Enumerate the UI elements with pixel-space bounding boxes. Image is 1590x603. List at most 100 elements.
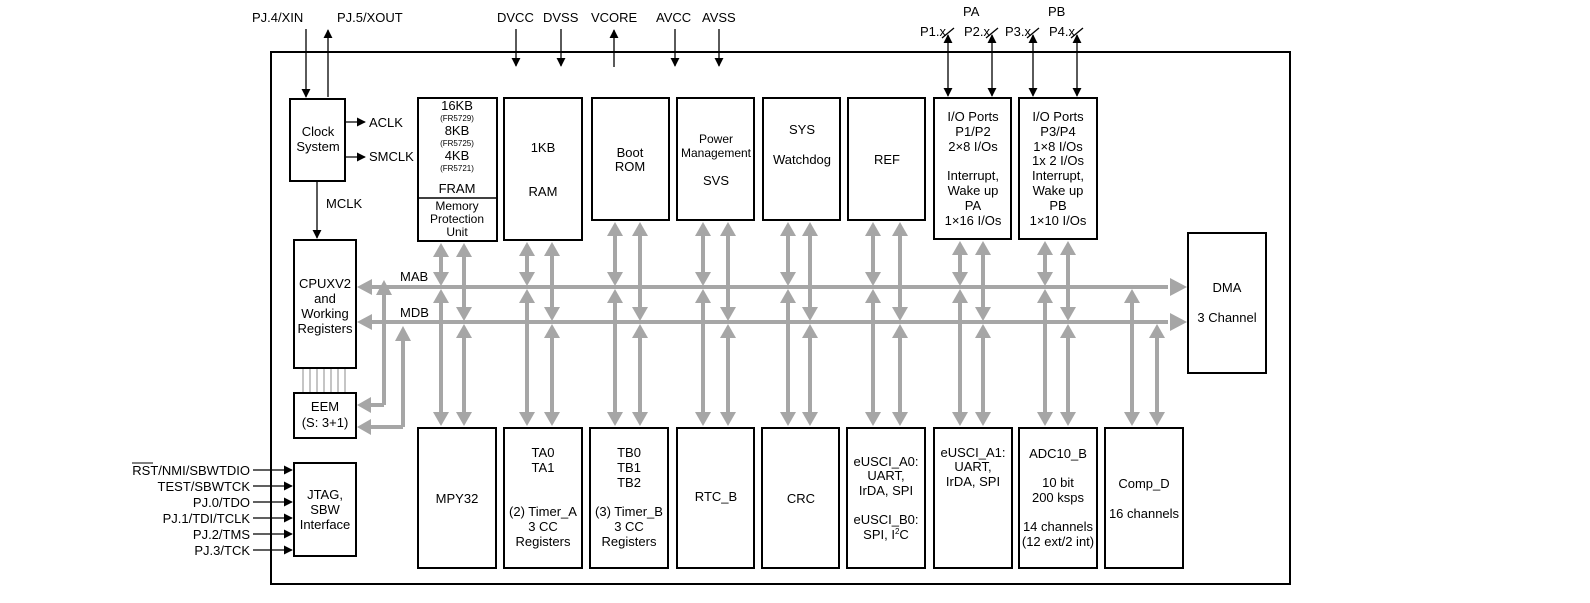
pin-test-sbwtck: TEST/SBWTCK [158,479,251,494]
svg-text:(S: 3+1): (S: 3+1) [302,415,349,430]
bus-arrowhead [1149,324,1165,338]
bus-arrowhead [632,307,648,321]
pin-pj4-xin: PJ.4/XIN [252,10,303,25]
aclk-label: ACLK [369,115,403,130]
bus-arrowhead [607,289,623,303]
bus-arrowhead [865,222,881,236]
clock-arrows [312,117,366,239]
svs-label: SVS [703,173,729,188]
bus-arrowhead [720,324,736,338]
bus-arrowhead [632,324,648,338]
ref-block: REF [847,97,926,221]
watchdog-label: Watchdog [773,152,831,167]
bus-arrowhead [519,272,535,286]
bus-arrowhead [975,412,991,426]
svg-text:eUSCI_A0:: eUSCI_A0: [853,454,918,469]
eusci-a1-block: eUSCI_A1: UART, IrDA, SPI [933,427,1013,569]
bus-arrowhead [892,412,908,426]
crc-block: CRC [761,427,840,569]
top-pin-labels: PJ.4/XIN PJ.5/XOUT DVCC DVSS VCORE AVCC … [252,4,1076,39]
svg-text:Wake up: Wake up [948,183,999,198]
fram-size-8kb: 8KB [445,123,470,138]
bus-arrowhead [695,289,711,303]
power-label-1: Power [699,132,733,146]
pin-pj2-tms: PJ.2/TMS [193,527,250,542]
bus-arrowhead [975,307,991,321]
bus-arrowhead [544,412,560,426]
svg-text:MPY32: MPY32 [436,491,479,506]
svg-text:1×16 I/Os: 1×16 I/Os [945,213,1002,228]
svg-text:Comp_D: Comp_D [1118,476,1169,491]
svg-text:3 Channel: 3 Channel [1197,310,1256,325]
pin-rst-nmi-sbwtdio: RST/NMI/SBWTDIO [132,463,250,478]
pin-p2: P2.x [964,24,991,39]
bus-arrowhead [892,307,908,321]
svg-text:16 channels: 16 channels [1109,506,1180,521]
svg-text:eUSCI_B0:: eUSCI_B0: [853,512,918,527]
fram-size-4kb: 4KB [445,148,470,163]
svg-text:1x 2 I/Os: 1x 2 I/Os [1032,153,1085,168]
clock-label-2: System [296,139,339,154]
svg-text:14 channels: 14 channels [1023,519,1094,534]
timer-b-block: TB0 TB1 TB2 (3) Timer_B 3 CC Registers [589,427,669,569]
timer-a-block: TA0 TA1 (2) Timer_A 3 CC Registers [503,427,583,569]
svg-text:Registers: Registers [516,534,571,549]
port-group-pb: PB [1048,4,1065,19]
mdb-label: MDB [400,305,429,320]
svg-text:eUSCI_A1:: eUSCI_A1: [940,445,1005,460]
bus-arrowhead [952,272,968,286]
pin-pj3-tck: PJ.3/TCK [194,543,250,558]
bus-arrowhead [519,289,535,303]
svg-text:3 CC: 3 CC [528,519,558,534]
pin-p1: P1.x [920,24,947,39]
bus-arrowhead [433,289,449,303]
boot-label-2: ROM [615,159,645,174]
svg-text:JTAG,: JTAG, [307,487,343,502]
bus-arrowhead [780,222,796,236]
svg-text:1×10 I/Os: 1×10 I/Os [1030,213,1087,228]
pin-p3: P3.x [1005,24,1032,39]
bus-arrowhead [975,324,991,338]
bus-arrowhead [1060,324,1076,338]
bus-arrowhead [975,241,991,255]
ram-block: 1KB RAM [503,97,583,241]
svg-text:200 ksps: 200 ksps [1032,490,1085,505]
fram-size-16kb: 16KB [441,98,473,113]
clock-label-1: Clock [302,124,335,139]
bus-arrowhead [720,307,736,321]
i2c-label: SPI, I2C [863,527,909,542]
svg-text:(3) Timer_B: (3) Timer_B [595,504,663,519]
bus-arrowhead [865,272,881,286]
bus-arrowhead [892,222,908,236]
svg-text:P3/P4: P3/P4 [1040,124,1075,139]
svg-text:SBW: SBW [310,502,340,517]
svg-text:PB: PB [1049,198,1066,213]
ram-label: RAM [529,184,558,199]
mpu-label-3: Unit [446,225,468,239]
svg-text:UART,: UART, [954,459,991,474]
svg-text:2×8 I/Os: 2×8 I/Os [948,139,998,154]
io-ports-p1p2-block: I/O Ports P1/P2 2×8 I/Os Interrupt, Wake… [933,97,1012,240]
svg-text:UART,: UART, [867,468,904,483]
adc10-b-block: ADC10_B 10 bit 200 ksps 14 channels (12 … [1018,427,1098,569]
bus-arrowhead [607,222,623,236]
svg-text:P1/P2: P1/P2 [955,124,990,139]
svg-text:Wake up: Wake up [1033,183,1084,198]
smclk-label: SMCLK [369,149,414,164]
eem-block: EEM (S: 3+1) [293,392,357,439]
jtag-pin-arrows [253,465,293,555]
pin-avcc: AVCC [656,10,691,25]
io-ports-p3p4-block: I/O Ports P3/P4 1×8 I/Os 1x 2 I/Os Inter… [1018,97,1098,240]
bus-arrowhead [1060,412,1076,426]
bus-arrowhead [695,412,711,426]
svg-text:IrDA, SPI: IrDA, SPI [946,474,1000,489]
power-label-2: Management [681,146,752,160]
bus-arrowhead [433,243,449,257]
fram-part-fr5721: (FR5721) [440,164,474,173]
svg-text:I/O Ports: I/O Ports [1032,109,1084,124]
bus-arrowhead [1037,272,1053,286]
mpu-label-1: Memory [435,199,478,213]
ram-size: 1KB [531,140,556,155]
eusci-a0-b0-block: eUSCI_A0: UART, IrDA, SPI eUSCI_B0: SPI,… [846,427,926,569]
